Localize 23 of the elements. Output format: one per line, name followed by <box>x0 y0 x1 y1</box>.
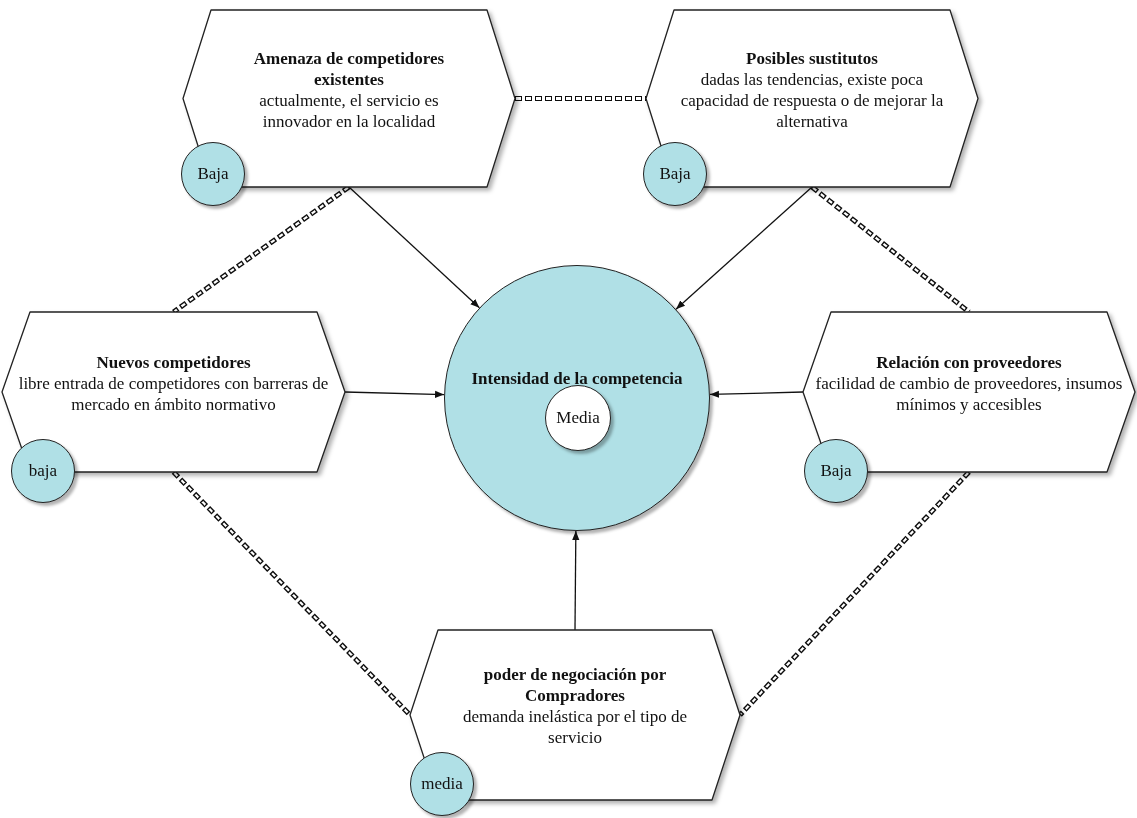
hexagon-box <box>646 10 978 187</box>
body-text: actualmente, el servicio es innovador en la localidad <box>258 89 440 132</box>
heading-text: Relación con proveedores <box>876 351 1062 373</box>
hexagon-box <box>410 630 740 800</box>
rating-circle: Baja <box>181 142 245 206</box>
arrow <box>709 390 804 398</box>
heading-text: poder de negociación por Compradores <box>482 664 668 706</box>
heading-text: Nuevos competidores <box>96 351 251 373</box>
arrow <box>675 186 813 310</box>
rating-circle: Baja <box>804 439 868 503</box>
body-text: libre entrada de competidores con barreras de mercado en ámbito normativo <box>17 372 330 415</box>
rating-circle: media <box>410 752 474 816</box>
arrow <box>348 186 481 309</box>
rating-circle: Baja <box>643 142 707 206</box>
rating-circle: baja <box>11 439 75 503</box>
body-text: dadas las tendencias, existe poca capacidad de respuesta o de mejorar la alternativa <box>679 68 945 132</box>
body-text: demanda inelástica por el tipo de servicio <box>461 706 689 748</box>
hexagon-box <box>183 10 515 187</box>
arrow <box>344 390 445 398</box>
heading-text: Posibles sustitutos <box>746 47 878 69</box>
arrow <box>572 530 580 631</box>
rating-circle: Media <box>545 385 611 451</box>
body-text: facilidad de cambio de proveedores, insumos mínimos y accesibles <box>814 372 1124 415</box>
